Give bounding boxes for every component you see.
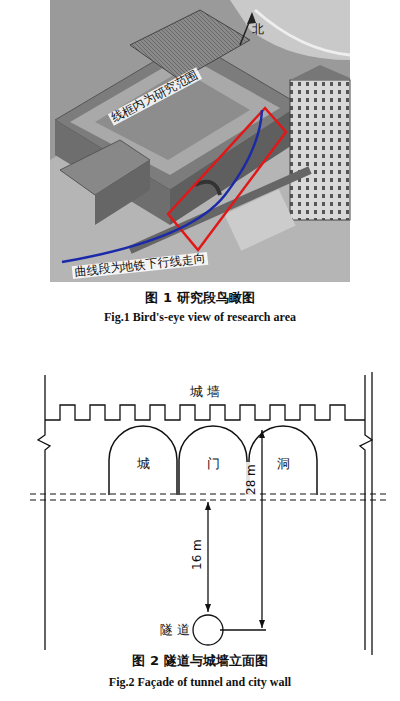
tunnel-label: 隧 道: [160, 623, 190, 637]
dimension: 16 m: [190, 538, 203, 573]
gate-arch: 门: [178, 425, 248, 495]
north-mark: 北: [252, 23, 264, 36]
figure-caption: Fig.1 Bird's-eye view of research area: [104, 311, 296, 324]
figure-caption: Fig.2 Façade of tunnel and city wall: [109, 676, 291, 689]
arch-text: 城: [137, 455, 150, 473]
gate-arch: 城: [108, 425, 178, 495]
figure-caption: 图 1 研究段鸟瞰图: [145, 291, 254, 305]
figure-caption: 图 2 隧道与城墙立面图: [132, 654, 267, 668]
arch-text: 门: [207, 455, 220, 473]
wall-label: 城 墙: [190, 385, 220, 399]
gate-arch: 洞: [248, 425, 318, 495]
arch-text: 洞: [277, 455, 290, 473]
dimension: 28 m: [244, 463, 257, 498]
